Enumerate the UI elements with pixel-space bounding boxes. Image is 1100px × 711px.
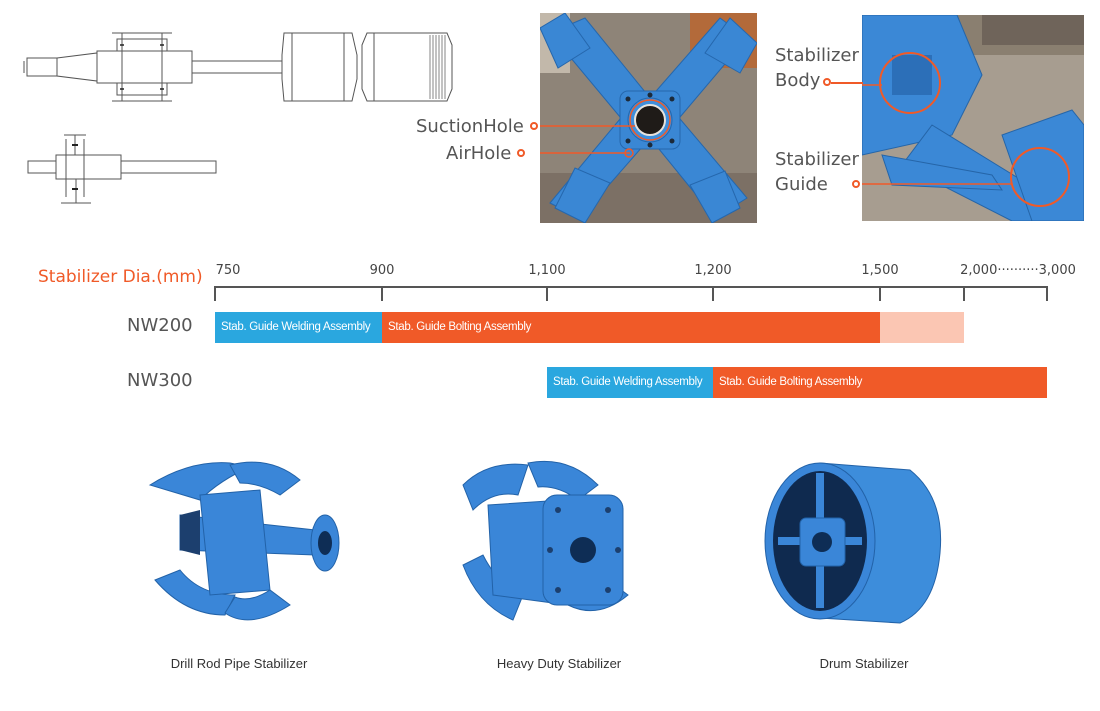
- range-bar: Stab. Guide Welding Assembly: [547, 367, 713, 398]
- range-bar: [880, 312, 964, 343]
- heavy-duty-stabilizer-icon: [462, 460, 629, 621]
- stabilizer-front-photo: [540, 13, 757, 223]
- axis-tick: [712, 286, 714, 301]
- stabilizer-front-drawing: [27, 134, 217, 204]
- axis-line: [215, 286, 1047, 288]
- callout-line: [831, 82, 863, 84]
- axis-tick: [1046, 286, 1048, 301]
- product-caption: Drum Stabilizer: [819, 656, 909, 671]
- axis-tick-label: 1,200: [694, 263, 732, 278]
- axis-tick: [546, 286, 548, 301]
- range-bar: Stab. Guide Welding Assembly: [215, 312, 382, 343]
- product-caption: Drill Rod Pipe Stabilizer: [170, 656, 308, 671]
- axis-tick-label: 750: [215, 263, 241, 278]
- product-caption: Heavy Duty Stabilizer: [496, 656, 622, 671]
- stabilizer-body-label: Stabilizer Body: [775, 43, 859, 93]
- air-hole-label: AirHole: [446, 143, 512, 164]
- stabilizer-body-text: Stabilizer Body: [775, 45, 859, 91]
- axis-tick: [879, 286, 881, 301]
- axis-tick: [381, 286, 383, 301]
- suction-hole-label: SuctionHole: [416, 116, 524, 137]
- drill-rod-pipe-stabilizer-icon: [148, 461, 340, 621]
- callout-dot-icon: [823, 78, 831, 86]
- range-bar: Stab. Guide Bolting Assembly: [382, 312, 880, 343]
- axis-tick-label: 900: [369, 263, 395, 278]
- callout-dot-icon: [852, 180, 860, 188]
- drum-stabilizer-icon: [764, 462, 942, 624]
- callout-dot-icon: [517, 149, 525, 157]
- axis-tick-label: 1,100: [528, 263, 566, 278]
- axis-tick: [963, 286, 965, 301]
- axis-tick-label: 2,000··········3,000: [960, 263, 1076, 278]
- chart-title: Stabilizer Dia.(mm): [38, 267, 203, 287]
- stabilizer-body-photo: [862, 15, 1084, 221]
- axis-tick: [214, 286, 216, 301]
- row-label-nw300: NW300: [127, 370, 193, 391]
- range-bar: Stab. Guide Bolting Assembly: [713, 367, 1047, 398]
- stabilizer-side-drawing: [23, 32, 453, 102]
- axis-tick-label: 1,500: [861, 263, 899, 278]
- row-label-nw200: NW200: [127, 315, 193, 336]
- callout-dot-icon: [530, 122, 538, 130]
- stabilizer-guide-label: Stabilizer Guide: [775, 147, 859, 197]
- stabilizer-guide-text: Stabilizer Guide: [775, 149, 859, 195]
